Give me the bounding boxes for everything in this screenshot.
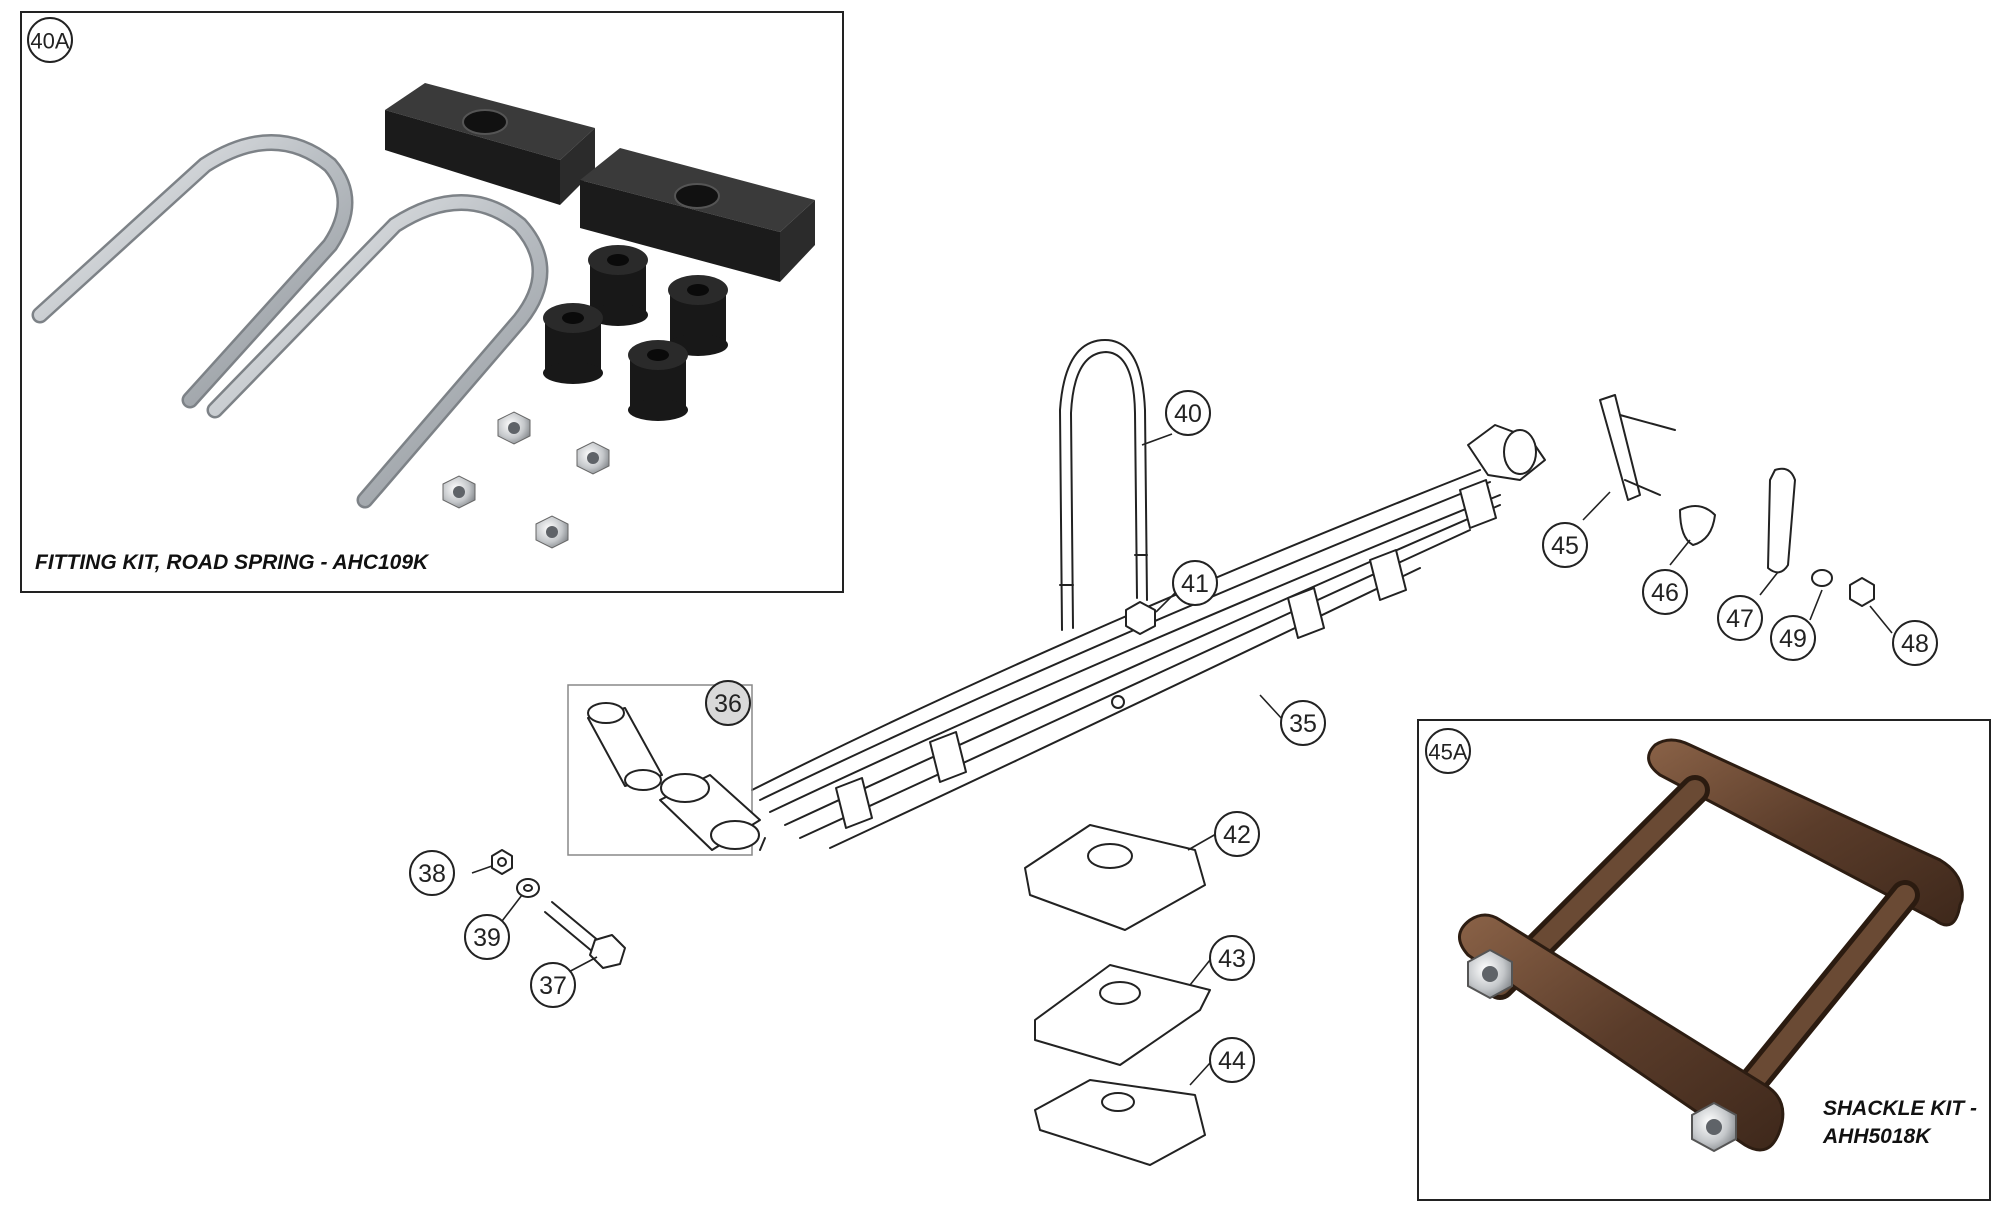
shackle-parts-drawing (1599, 394, 1875, 607)
svg-text:38: 38 (418, 860, 446, 888)
callout-42: 42 (1214, 811, 1260, 857)
svg-text:44: 44 (1218, 1047, 1246, 1075)
svg-text:49: 49 (1779, 625, 1807, 653)
svg-text:35: 35 (1289, 710, 1317, 738)
callout-44: 44 (1209, 1037, 1255, 1083)
shackle-kit-caption-line2: AHH5018K (1822, 1125, 1932, 1148)
spring-pads-drawing (1024, 824, 1211, 1166)
callout-38: 38 (409, 850, 455, 896)
svg-text:40: 40 (1174, 400, 1202, 428)
bolt-nut-washer-drawing (491, 849, 626, 969)
callout-46: 46 (1642, 569, 1688, 615)
callout-35: 35 (1280, 700, 1326, 746)
svg-text:40A: 40A (30, 29, 69, 54)
callout-39: 39 (464, 914, 510, 960)
fitting-kit-caption: FITTING KIT, ROAD SPRING - AHC109K (35, 551, 430, 574)
callout-47: 47 (1717, 595, 1763, 641)
shackle-kit-caption-line1: SHACKLE KIT - (1823, 1097, 1977, 1120)
nyloc-nuts-photo (442, 411, 610, 549)
svg-text:45A: 45A (1428, 740, 1467, 765)
panel-tag-45a: 45A (1425, 728, 1471, 774)
svg-text:37: 37 (539, 972, 567, 1000)
svg-text:47: 47 (1726, 605, 1754, 633)
leaf-spring-drawing (751, 424, 1546, 851)
callout-48: 48 (1892, 620, 1938, 666)
callout-49: 49 (1770, 615, 1816, 661)
leader-lines (471, 433, 1893, 1086)
svg-text:36: 36 (714, 690, 742, 718)
callout-41: 41 (1172, 560, 1218, 606)
fitting-kit-panel: 40A (20, 11, 844, 593)
svg-text:43: 43 (1218, 945, 1246, 973)
svg-text:45: 45 (1551, 532, 1579, 560)
svg-text:48: 48 (1901, 630, 1929, 658)
callout-45: 45 (1542, 522, 1588, 568)
svg-text:39: 39 (473, 924, 501, 952)
eye-bush-drawing (567, 684, 761, 856)
panel-tag-40a: 40A (27, 17, 73, 63)
svg-text:41: 41 (1181, 570, 1209, 598)
u-bolt-drawing (1059, 339, 1156, 635)
svg-text:46: 46 (1651, 579, 1679, 607)
shackle-plate-photo (1458, 738, 1964, 1153)
rubber-pad-photo (385, 83, 815, 282)
u-bolt-photo (31, 134, 549, 509)
callout-40: 40 (1165, 390, 1211, 436)
callout-37: 37 (530, 962, 576, 1008)
shackle-kit-panel: 45A SHACKLE KIT - AHH5018K (1417, 719, 1991, 1201)
callout-36: 36 (705, 680, 751, 726)
rubber-bushes-photo (543, 245, 728, 421)
svg-text:42: 42 (1223, 821, 1251, 849)
callout-43: 43 (1209, 935, 1255, 981)
